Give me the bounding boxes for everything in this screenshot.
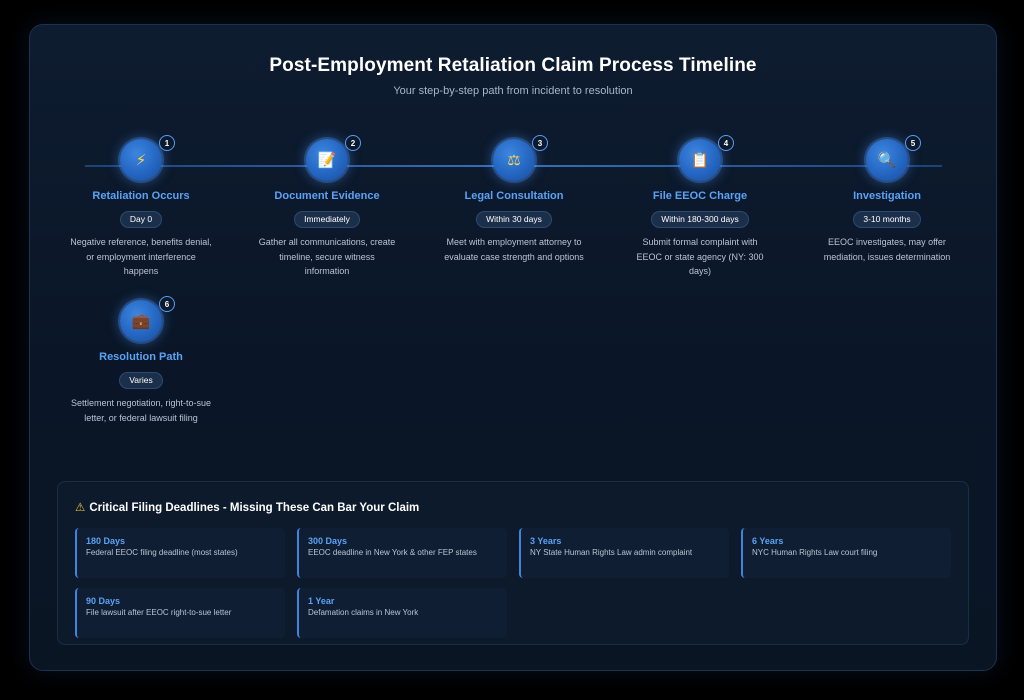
step-description: EEOC investigates, may offer mediation, … [823, 237, 951, 262]
deadline-value: 300 Days [308, 536, 348, 546]
scales-icon: ⚖ [493, 139, 535, 181]
step-description: Meet with employment attorney to evaluat… [444, 237, 584, 262]
step-number-badge: 1 [159, 135, 175, 151]
critical-deadlines-panel: ⚠Critical Filing Deadlines - Missing The… [57, 481, 969, 645]
timeline-step-investigation: 🔍 5 Investigation 3-10 months EEOC inves… [812, 135, 962, 299]
briefcase-icon: 💼 [120, 300, 162, 342]
step-title: Resolution Path [99, 351, 183, 363]
clipboard-icon: 📋 [679, 139, 721, 181]
timeline-step-resolution-path: 💼 6 Resolution Path Varies Settlement ne… [66, 296, 216, 460]
step-timing-badge: Day 0 [119, 211, 163, 228]
deadline-value: 180 Days [86, 536, 126, 546]
timeline-card: Post-Employment Retaliation Claim Proces… [29, 24, 997, 671]
deadline-description: NY State Human Rights Law admin complain… [530, 548, 693, 557]
deadline-item: 300 Days EEOC deadline in New York & oth… [297, 528, 507, 578]
memo-icon: 📝 [306, 139, 348, 181]
deadline-description: Federal EEOC filing deadline (most state… [86, 548, 238, 557]
deadline-value: 90 Days [86, 596, 121, 606]
deadline-item: 3 Years NY State Human Rights Law admin … [519, 528, 729, 578]
step-timing-badge: 3-10 months [853, 211, 921, 228]
step-description: Submit formal complaint with EEOC or sta… [636, 237, 764, 276]
deadline-value: 6 Years [752, 536, 784, 546]
lightning-icon: ⚡ [120, 139, 162, 181]
step-number-badge: 3 [532, 135, 548, 151]
deadline-description: File lawsuit after EEOC right-to-sue let… [86, 608, 232, 617]
deadlines-heading: ⚠Critical Filing Deadlines - Missing The… [75, 500, 419, 514]
timeline-step-document-evidence: 📝 2 Document Evidence Immediately Gather… [252, 135, 402, 299]
deadline-description: Defamation claims in New York [308, 608, 419, 617]
deadline-description: NYC Human Rights Law court filing [752, 548, 878, 557]
timeline-step-retaliation-occurs: ⚡ 1 Retaliation Occurs Day 0 Negative re… [66, 135, 216, 299]
step-timing-badge: Within 180-300 days [651, 211, 749, 228]
deadline-item: 180 Days Federal EEOC filing deadline (m… [75, 528, 285, 578]
step-timing-badge: Varies [119, 372, 163, 389]
step-number-badge: 2 [345, 135, 361, 151]
step-number-badge: 6 [159, 296, 175, 312]
step-number-badge: 4 [718, 135, 734, 151]
step-description: Settlement negotiation, right-to-sue let… [70, 398, 212, 423]
deadline-description: EEOC deadline in New York & other FEP st… [308, 548, 477, 557]
deadline-item: 1 Year Defamation claims in New York [297, 588, 507, 638]
step-number-badge: 5 [905, 135, 921, 151]
timeline-step-legal-consultation: ⚖ 3 Legal Consultation Within 30 days Me… [439, 135, 589, 299]
deadlines-title: Critical Filing Deadlines - Missing Thes… [89, 502, 420, 514]
deadline-value: 3 Years [530, 536, 562, 546]
deadline-value: 1 Year [308, 596, 335, 606]
step-title: Investigation [853, 190, 921, 202]
step-title: Legal Consultation [464, 190, 564, 202]
step-title: Document Evidence [274, 190, 380, 202]
step-description: Gather all communications, create timeli… [258, 237, 396, 276]
step-title: Retaliation Occurs [92, 190, 190, 202]
step-description: Negative reference, benefits denial, or … [70, 237, 212, 276]
step-timing-badge: Immediately [294, 211, 360, 228]
magnifier-icon: 🔍 [866, 139, 908, 181]
page-title: Post-Employment Retaliation Claim Proces… [269, 55, 757, 76]
step-title: File EEOC Charge [652, 190, 748, 202]
warning-icon: ⚠ [75, 502, 86, 514]
step-timing-badge: Within 30 days [476, 211, 552, 228]
page-subtitle: Your step-by-step path from incident to … [393, 85, 633, 97]
deadline-item: 90 Days File lawsuit after EEOC right-to… [75, 588, 285, 638]
deadline-item: 6 Years NYC Human Rights Law court filin… [741, 528, 951, 578]
timeline-step-file-eeoc-charge: 📋 4 File EEOC Charge Within 180-300 days… [625, 135, 775, 299]
